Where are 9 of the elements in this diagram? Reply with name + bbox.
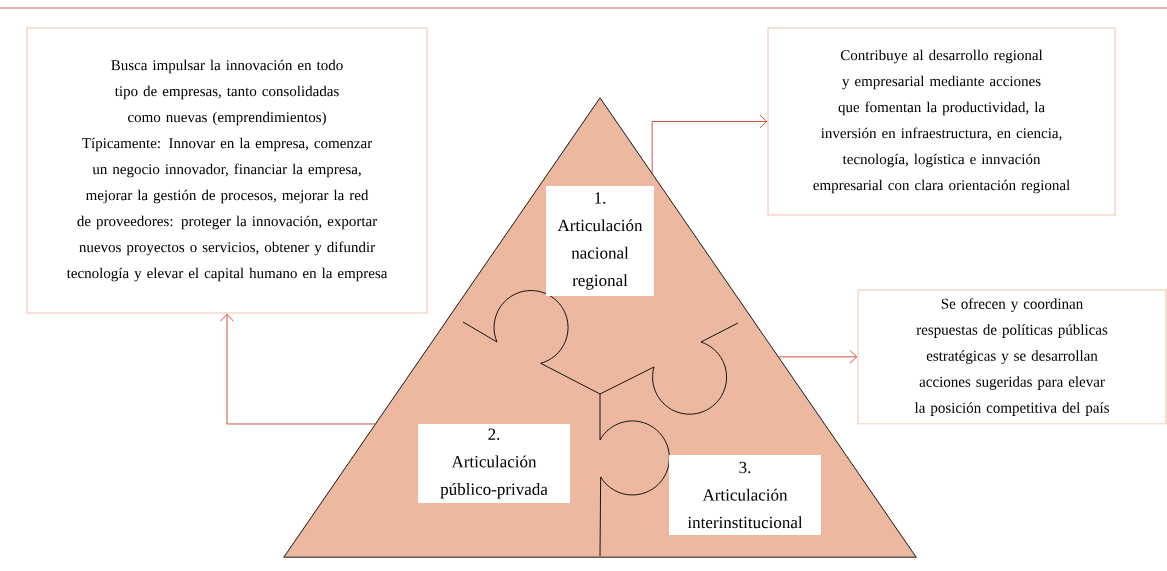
arrow [651, 114, 768, 175]
puzzle-label: 3. Articulación interinstitucional [669, 455, 821, 535]
description-box: Contribuye al desarrollo regional y empresarial mediante acciones que fomentan la productividad, la inversión en infraestructura, en ciencia, tecnología, logística e innvación empresarial con clara orientación regional [767, 27, 1116, 216]
puzzle-label: 2. Articulación público-privada [418, 424, 570, 503]
puzzle-label: 1. Articulación nacional regional [546, 186, 654, 296]
arrow [777, 349, 858, 364]
description-box: Se ofrecen y coordinan respuestas de políticas públicas estratégicas y se desarrollan acciones sugeridas para elevar la posición competitiva del país [857, 289, 1167, 425]
description-box: Busca impulsar la innovación en todo tipo de empresas, tanto consolidadas como nuevas (emprendimientos) Típicamente: Innovar en la empresa, comenzar un negocio innovador, financiar la empresa, mejorar la gestión de procesos, mejorar la red de proveedores: proteger la innovación, exportar nuevos proyectos o servicios, obtener y difundir tecnología y elevar el capital humano en la empresa [26, 27, 428, 314]
arrow [220, 313, 376, 425]
